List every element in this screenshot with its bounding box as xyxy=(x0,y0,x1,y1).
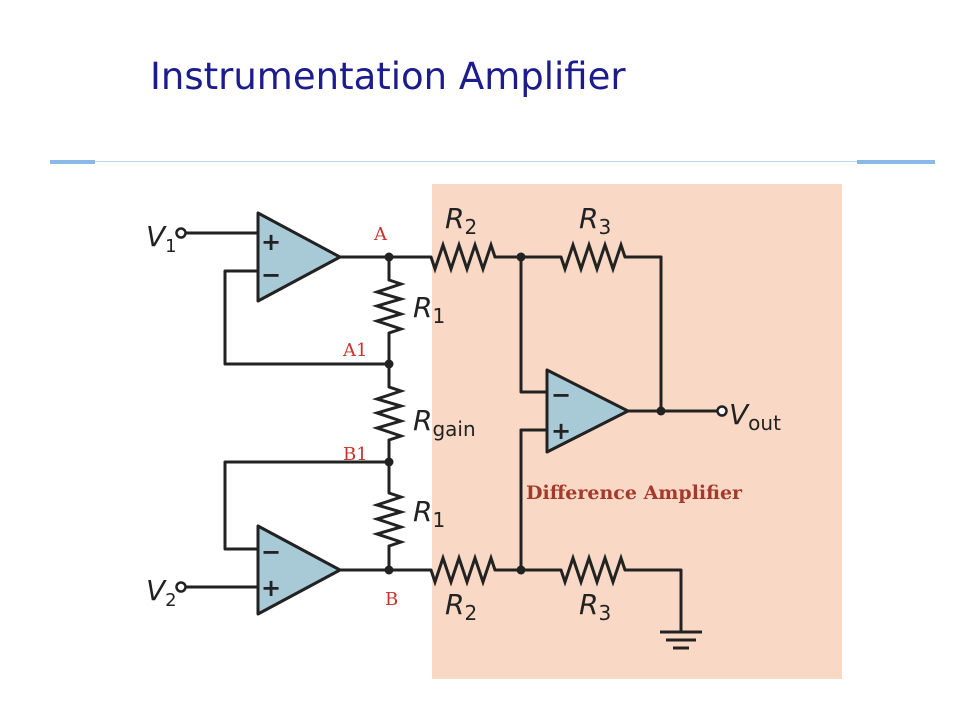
ground-icon xyxy=(660,630,702,650)
resistor-r3-bottom xyxy=(559,553,627,587)
v1-label: V1 xyxy=(146,220,177,257)
opamp-top-minus: − xyxy=(261,261,281,289)
r3-top-label: R3 xyxy=(579,202,611,239)
opamp-difference-minus: − xyxy=(551,381,571,409)
resistor-r2-bottom xyxy=(429,553,497,587)
r2-top-label: R2 xyxy=(445,202,477,239)
resistor-r1-bottom xyxy=(371,491,407,548)
v2-label: V2 xyxy=(146,574,177,611)
opamp-top xyxy=(256,211,342,303)
resistor-r3-top xyxy=(559,240,627,274)
opamp-bottom xyxy=(256,524,342,616)
node-a-label: A xyxy=(373,224,388,245)
r1-top-label: R1 xyxy=(413,291,445,328)
node-a1-label: A1 xyxy=(342,340,367,361)
opamp-difference-plus: + xyxy=(551,417,571,445)
node-b1-label: B1 xyxy=(343,444,368,465)
opamp-bottom-minus: − xyxy=(261,538,281,566)
slide-title: Instrumentation Amplifier xyxy=(150,55,626,98)
resistors xyxy=(371,240,627,587)
r1-bottom-label: R1 xyxy=(413,495,445,532)
resistor-rgain xyxy=(371,385,407,442)
vout-label: Vout xyxy=(729,398,781,435)
r2-bottom-label: R2 xyxy=(445,588,477,625)
node-b-label: B xyxy=(385,589,398,610)
junction-dots xyxy=(384,252,666,575)
difference-amplifier-panel xyxy=(432,184,842,679)
opamp-difference xyxy=(545,368,630,454)
r3-bottom-label: R3 xyxy=(579,588,611,625)
terminals xyxy=(175,227,728,593)
opamp-bottom-plus: + xyxy=(261,574,281,602)
difference-amplifier-label: Difference Amplifier xyxy=(526,482,743,504)
rgain-label: Rgain xyxy=(413,404,476,441)
title-divider xyxy=(50,160,935,164)
resistor-r2-top xyxy=(429,240,497,274)
resistor-r1-top xyxy=(371,278,407,335)
opamp-top-plus: + xyxy=(261,228,281,256)
